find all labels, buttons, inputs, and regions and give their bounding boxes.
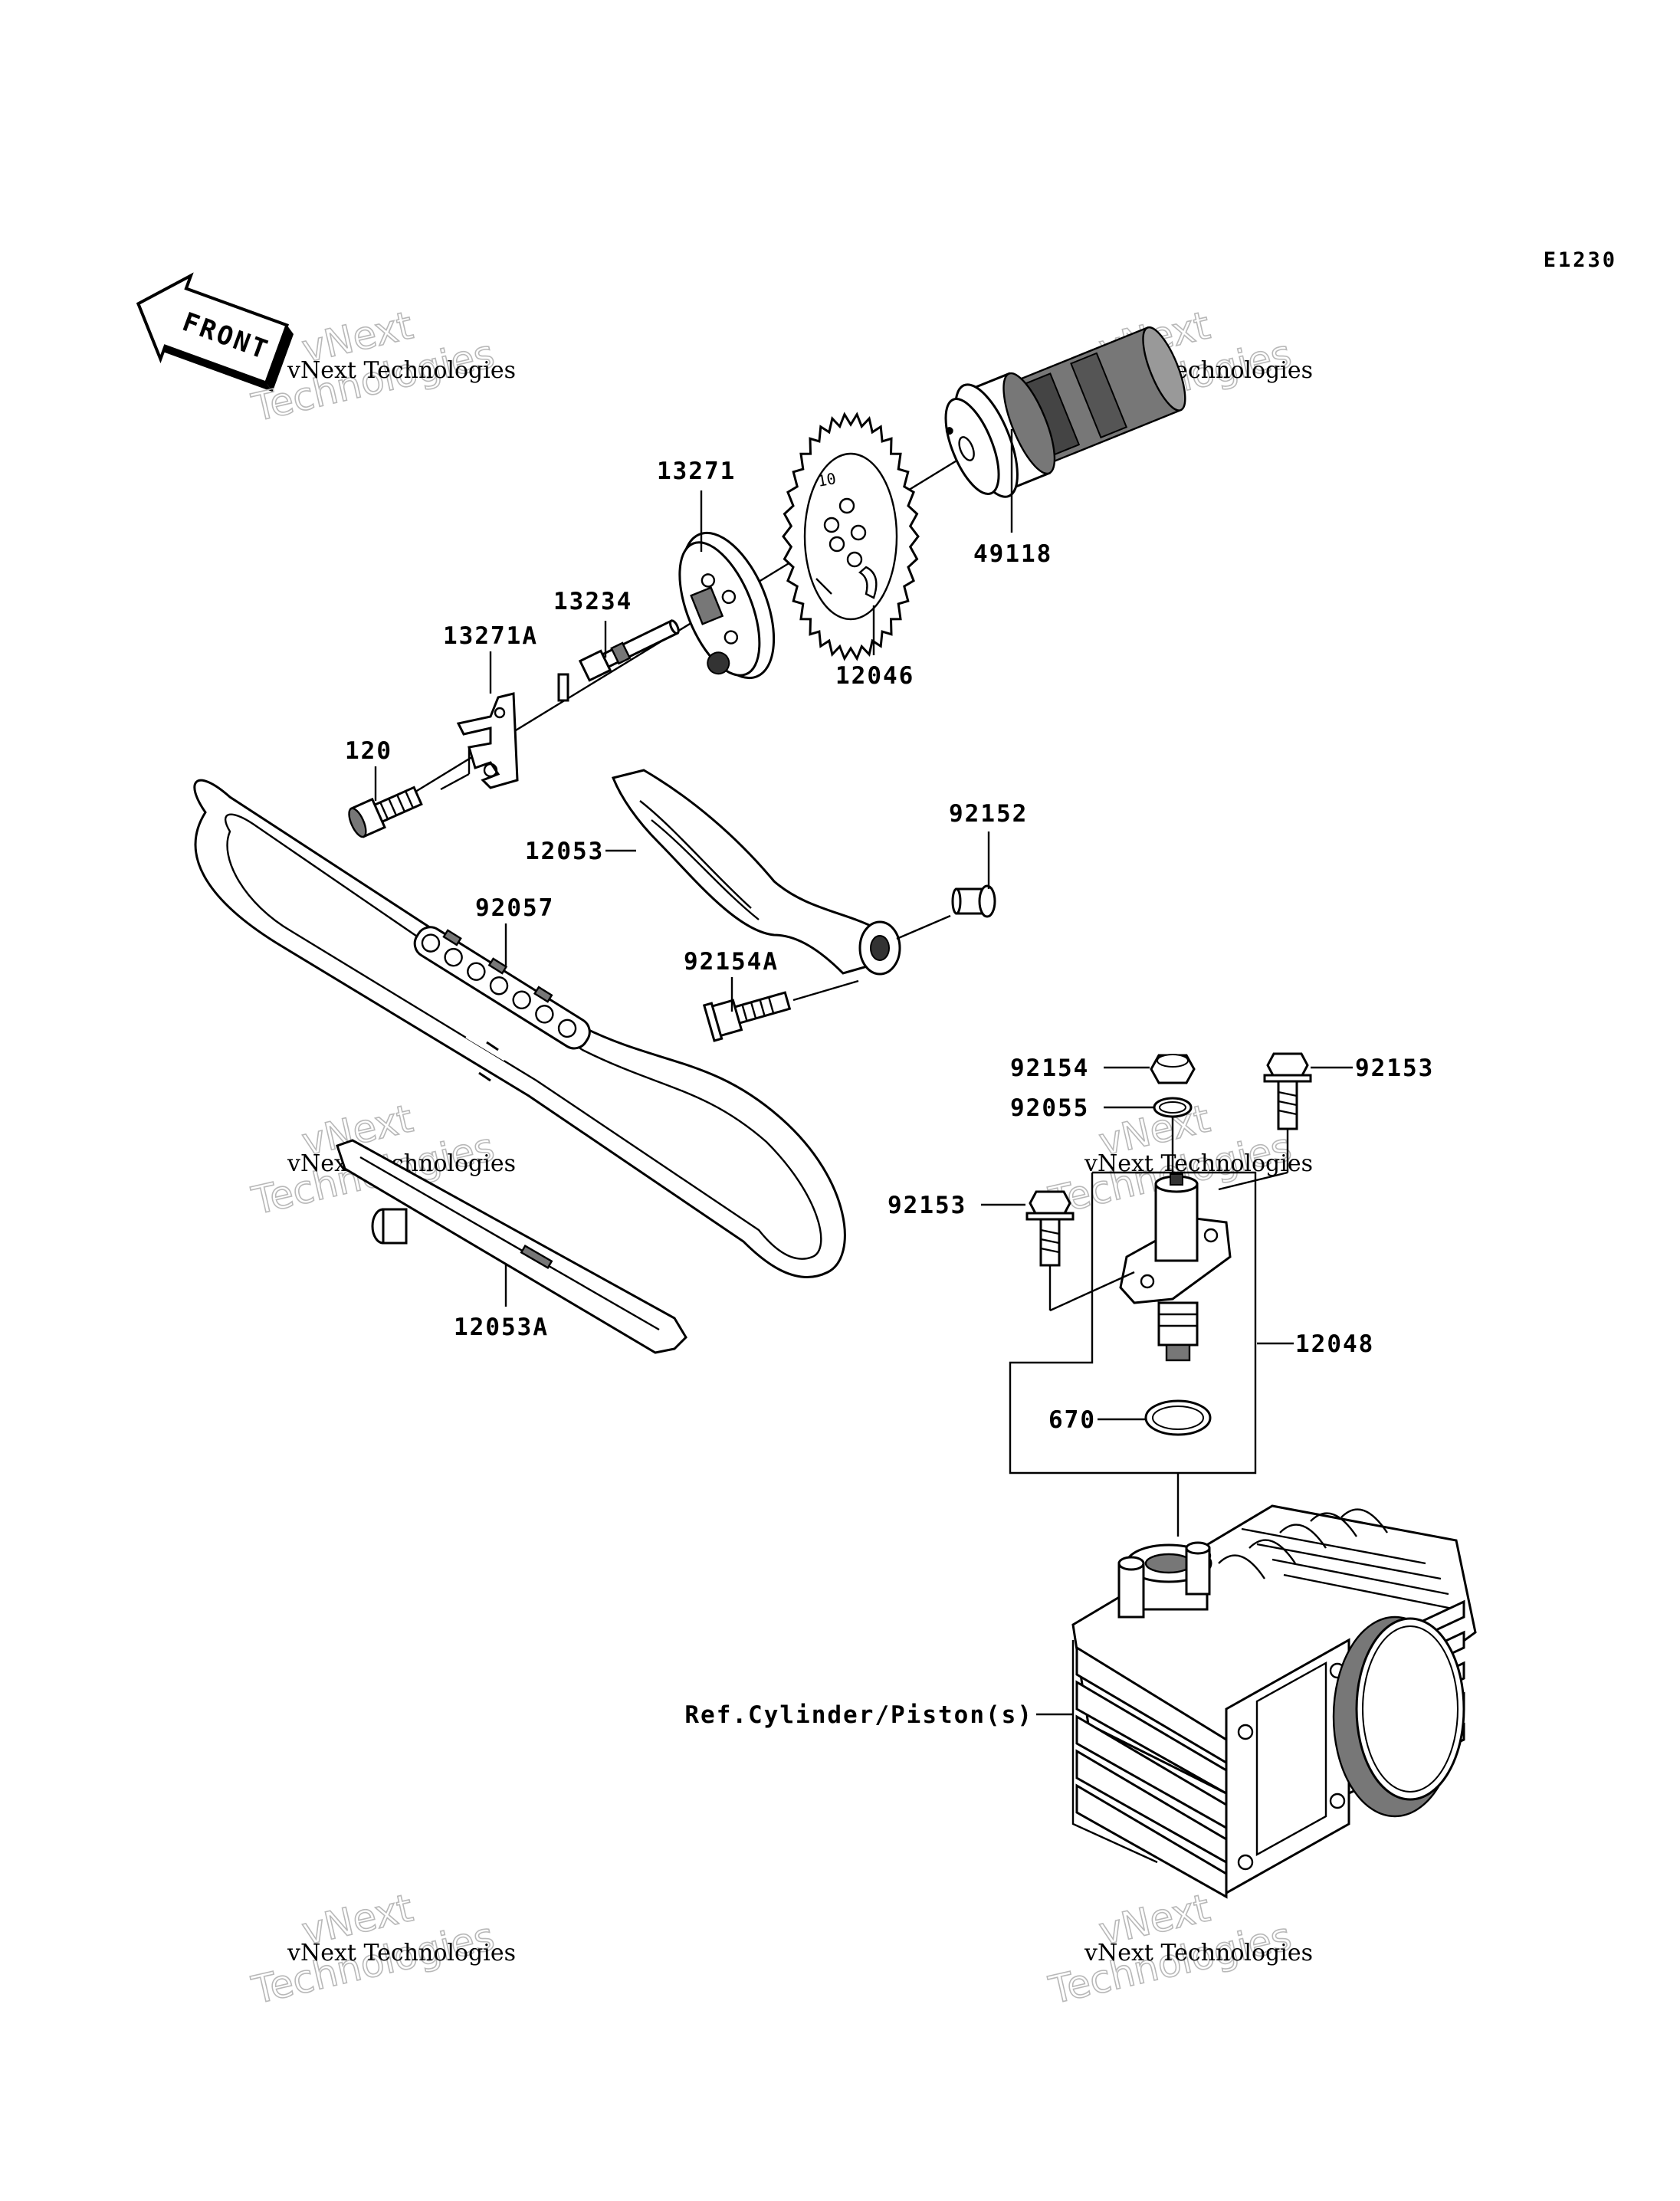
label-49118: 49118 (973, 540, 1052, 568)
camshaft-49118 (944, 326, 1186, 498)
label-92153-left: 92153 (888, 1192, 966, 1219)
oring-670 (1144, 1399, 1212, 1436)
watermark-bottom-left: vNext Technologies vNext Technologies (247, 1885, 516, 2014)
label-13271A: 13271A (443, 622, 538, 650)
bracket-12048 (1009, 1117, 1289, 1474)
chain-guide-12053A (336, 1139, 687, 1354)
label-12048: 12048 (1295, 1330, 1374, 1358)
chain-links (413, 926, 591, 1050)
label-13271: 13271 (657, 458, 736, 485)
watermark-company: vNext Technologies (287, 1940, 516, 1966)
label-12046: 12046 (835, 662, 914, 690)
bolt-120 (348, 786, 423, 838)
label-92153-right: 92153 (1355, 1055, 1434, 1082)
label-92154: 92154 (1010, 1055, 1089, 1082)
label-120: 120 (345, 737, 392, 765)
cam-sprocket-12046: 10 (782, 412, 920, 661)
label-92154A: 92154A (684, 948, 779, 976)
watermark-bottom-right: vNext Technologies vNext Technologies (1044, 1885, 1313, 2014)
cylinder (1071, 1504, 1477, 1899)
label-92057: 92057 (475, 894, 554, 922)
spring-plate-13271A (456, 692, 519, 789)
cam-chain-92057 (193, 779, 846, 1278)
label-12053: 12053 (525, 838, 604, 865)
label-13234: 13234 (553, 588, 632, 615)
leader-120-to-plate (440, 772, 470, 791)
watermark-company: vNext Technologies (287, 357, 516, 384)
label-ref-cylinder: Ref.Cylinder/Piston(s) (684, 1701, 1033, 1729)
label-92055: 92055 (1010, 1094, 1089, 1122)
nut-92154 (1150, 1054, 1196, 1084)
bolt-92153-right (1263, 1052, 1312, 1130)
bolt-92154A (702, 979, 859, 1042)
chain-tensioner-12048 (1119, 1173, 1232, 1362)
figure-code: E1230 (1544, 248, 1617, 272)
decompressor-holder-13271 (678, 531, 776, 680)
decompressor-shaft-13234 (557, 619, 680, 702)
collar-92152 (951, 884, 996, 918)
front-arrow-icon: FRONT (136, 272, 294, 392)
chain-guide-12053 (611, 769, 901, 976)
watermark-mid-left: vNext Technologies vNext Technologies (247, 1096, 516, 1225)
oring-92055 (1153, 1097, 1193, 1118)
label-12053A: 12053A (454, 1314, 549, 1341)
label-670: 670 (1048, 1406, 1096, 1434)
label-92152: 92152 (949, 800, 1028, 828)
bolt-92153-left (1025, 1190, 1075, 1267)
watermark-company: vNext Technologies (1084, 1940, 1313, 1966)
svg-text:10: 10 (816, 469, 838, 490)
